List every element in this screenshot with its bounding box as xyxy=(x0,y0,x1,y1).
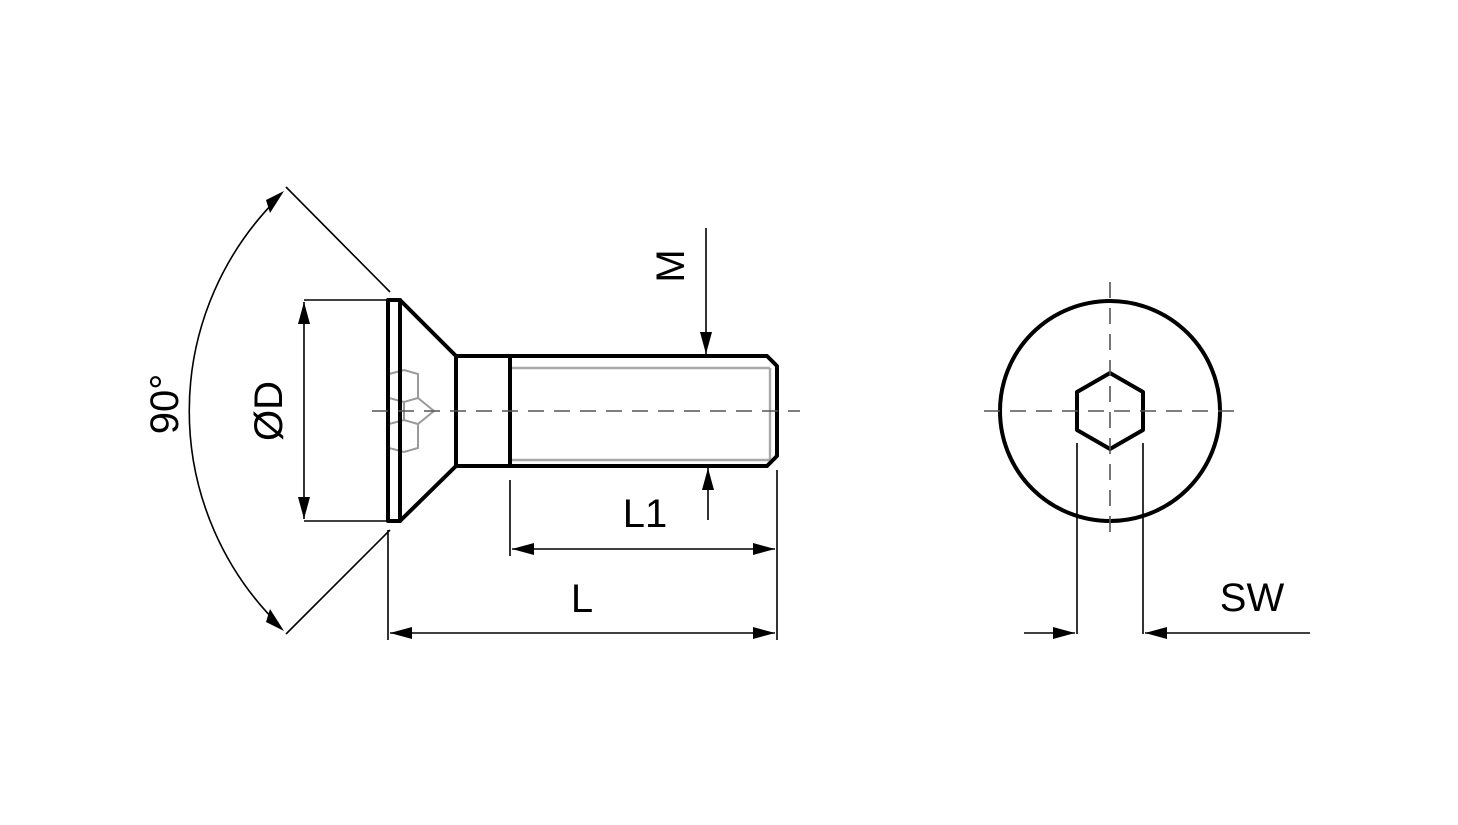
length-dimension xyxy=(387,530,775,640)
thread-dimension xyxy=(700,228,714,520)
wrench-size-dimension xyxy=(1024,443,1310,639)
diameter-dimension xyxy=(298,299,386,522)
thread-length-label: L1 xyxy=(623,492,668,536)
diameter-label: ØD xyxy=(247,381,291,441)
thread-lines xyxy=(512,366,772,462)
wrench-size-label: SW xyxy=(1220,576,1285,620)
end-view: SW xyxy=(984,282,1310,639)
angle-dimension xyxy=(188,186,391,635)
side-view: 90° ØD M L1 xyxy=(143,186,800,640)
hex-socket xyxy=(1075,371,1145,451)
length-label: L xyxy=(571,577,593,621)
thread-label: M xyxy=(649,249,693,282)
thread-length-dimension xyxy=(509,470,778,640)
angle-label: 90° xyxy=(143,374,187,435)
